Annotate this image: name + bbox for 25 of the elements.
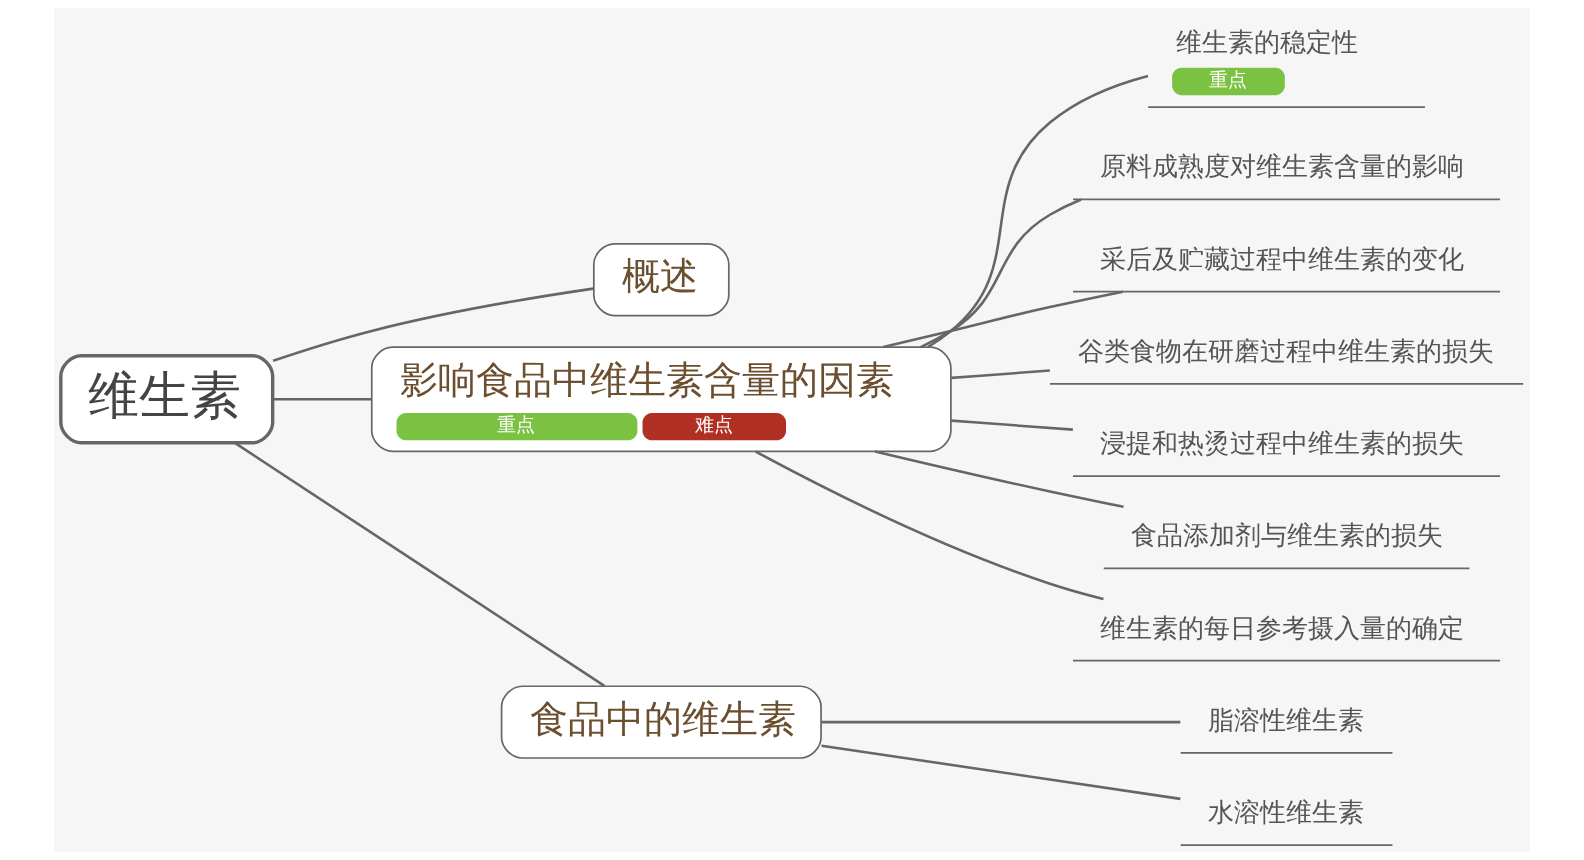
node-box: 维生素	[59, 354, 275, 445]
node-text: 水溶性维生素	[1207, 797, 1364, 828]
node-box: 食品中的维生素	[500, 685, 822, 759]
connector	[874, 450, 1124, 509]
node-box: 概述	[592, 242, 730, 317]
connector	[234, 442, 606, 687]
connector	[927, 74, 1149, 349]
connector	[821, 744, 1181, 801]
node-text: 采后及贮藏过程中维生素的变化	[1100, 243, 1465, 274]
node-text: 维生素的每日参考摄入量的确定	[1100, 612, 1465, 643]
connector	[755, 450, 1104, 601]
connector	[951, 419, 1073, 431]
node-text: 脂溶性维生素	[1207, 704, 1364, 735]
node-box: 影响食品中维生素含量的因素 重点 难点	[370, 346, 952, 453]
node-text: 原料成熟度对维生素含量的影响	[1100, 151, 1465, 182]
node-text: 谷类食物在研磨过程中维生素的损失	[1078, 335, 1495, 366]
connector	[951, 369, 1050, 380]
connector	[821, 720, 1181, 724]
connector	[273, 397, 372, 401]
connector	[272, 287, 594, 362]
node-text: 食品添加剂与维生素的损失	[1131, 520, 1444, 551]
node-label: 维生素的稳定性	[1175, 26, 1358, 57]
connector	[882, 290, 1124, 349]
node-text: 浸提和热烫过程中维生素的损失	[1100, 428, 1465, 459]
connector	[920, 198, 1082, 349]
